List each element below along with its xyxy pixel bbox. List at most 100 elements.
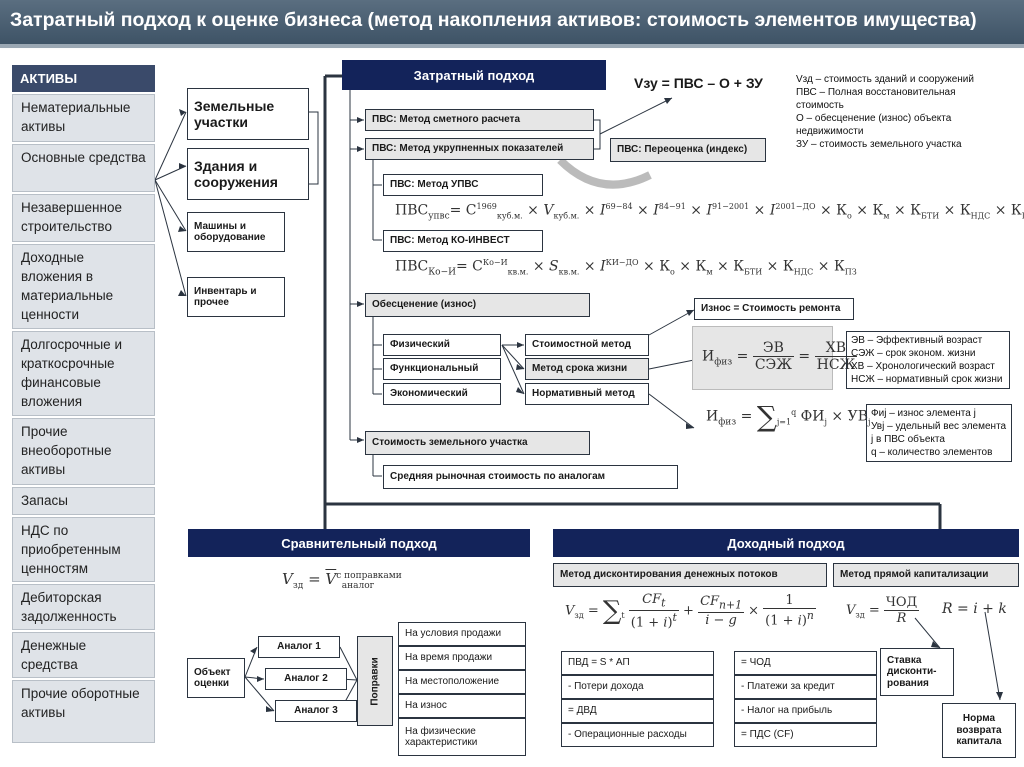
legend-line: ПВС – Полная восстановительная стоимость — [796, 87, 956, 111]
arrow-main-formula — [664, 98, 672, 104]
cost-approach-header: Затратный подход — [342, 60, 606, 90]
life-formula-box — [692, 326, 833, 390]
legend-line: Vзд – стоимость зданий и сооружений — [796, 74, 974, 85]
arrow-buildings — [179, 163, 186, 169]
dep-economic: Экономический — [383, 383, 501, 405]
method-cost: Стоимостной метод — [525, 334, 649, 356]
arrow-machines — [178, 226, 186, 232]
method-life: Метод срока жизни — [525, 358, 649, 380]
asset-item: Доходные вложения в материальные ценност… — [12, 244, 155, 329]
arrow-a3 — [266, 706, 274, 712]
asset-item: Дебиторская задолженность — [12, 584, 155, 630]
object-box: Объект оценки — [187, 658, 245, 698]
bracket-land-buildings — [309, 111, 319, 185]
correction-item: На износ — [398, 694, 526, 718]
asset-item: Прочие внеоборотные активы — [12, 418, 155, 485]
correction-item: На местоположение — [398, 670, 526, 694]
legend-line: ХВ – Хронологический возраст — [851, 361, 995, 372]
asset-item: Денежные средства — [12, 632, 155, 678]
arrow-formula3 — [686, 423, 694, 429]
land-value-box: Стоимость земельного участка — [365, 431, 590, 455]
koinvest-formula: ПВСКо−И= СКо−Икв.м. × Sкв.м. × IКИ−ДО × … — [395, 258, 857, 278]
asset-item: Нематериальные активы — [12, 94, 155, 142]
income-header: Доходный подход — [553, 529, 1019, 557]
line-assets-machines — [154, 179, 187, 232]
norm-to-formula — [648, 393, 695, 429]
asset-item: Незавершенное строительство — [12, 194, 155, 242]
dep-functional: Функциональный — [383, 358, 501, 380]
arrow-land — [179, 109, 186, 116]
page-title: Затратный подход к оценке бизнеса (метод… — [0, 0, 1024, 44]
line-assets-inventory — [154, 179, 187, 297]
line-assets-land — [154, 111, 187, 181]
comparative-formula: Vзд = Vс поправкамианалог — [282, 570, 402, 591]
corrections-box: Поправки — [357, 636, 393, 726]
direct-to-rate — [914, 617, 941, 649]
correction-item: На физические характеристики — [398, 718, 526, 756]
income-left-item: - Потери дохода — [561, 675, 714, 699]
method-koinvest: ПВС: Метод КО-ИНВЕСТ — [383, 230, 543, 252]
arrow-inventory — [178, 290, 186, 296]
dcf-method: Метод дисконтирования денежных потоков — [553, 563, 827, 587]
arrow-m1 — [357, 117, 364, 123]
life-to-formula — [648, 359, 695, 370]
method-norm: Нормативный метод — [525, 383, 649, 405]
legend-line: О – обесценение (износ) объекта недвижим… — [796, 113, 952, 137]
repair-box: Износ = Стоимость ремонта — [694, 298, 854, 320]
arrow-dep — [357, 301, 364, 307]
arrow-a2 — [257, 676, 264, 682]
legend-line: НСЖ – нормативный срок жизни — [851, 374, 1003, 385]
category-land: Земельные участки — [187, 88, 309, 140]
arrow-rate — [931, 641, 940, 648]
asset-item: Запасы — [12, 487, 155, 515]
capital-return-box: Норма возврата капитала — [942, 703, 1016, 758]
category-inventory: Инвентарь и прочее — [187, 277, 285, 317]
legend-line: ЭВ – Эффективный возраст — [851, 335, 983, 346]
income-left-item: = ДВД — [561, 699, 714, 723]
corrections-label: Поправки — [369, 656, 381, 706]
analog-2: Аналог 2 — [265, 668, 347, 690]
income-left-item: - Операционные расходы — [561, 723, 714, 747]
income-right-item: = ЧОД — [734, 651, 877, 675]
income-right-item: - Налог на прибыль — [734, 699, 877, 723]
title-divider — [0, 44, 1024, 48]
curved-arrow-decoration — [557, 157, 652, 189]
assets-header: АКТИВЫ — [12, 65, 155, 92]
category-machines: Машины и оборудование — [187, 212, 285, 252]
dep-physical: Физический — [383, 334, 501, 356]
rate-formula: R = i + k — [942, 601, 1007, 617]
comparative-header: Сравнительный подход — [188, 529, 530, 557]
method-reindex: ПВС: Переоценка (индекс) — [610, 138, 766, 162]
main-formula: Vзу = ПВС – О + ЗУ — [634, 75, 763, 91]
arrow-repair — [686, 310, 694, 316]
upvs-formula: ПВСупвс= С1969куб.м. × Vкуб.м. × I69−84 … — [395, 202, 1024, 222]
arrow-norm — [996, 692, 1003, 700]
direct-to-norm — [984, 611, 1001, 701]
legend-line: СЭЖ – срок эконом. жизни — [851, 348, 976, 359]
category-buildings: Здания и сооружения — [187, 148, 309, 200]
arrow-life-method — [516, 364, 524, 370]
correction-item: На условия продажи — [398, 622, 526, 646]
income-right-item: - Платежи за кредит — [734, 675, 877, 699]
life-legend: ЭВ – Эффективный возраст СЭЖ – срок экон… — [846, 331, 1010, 389]
correction-item: На время продажи — [398, 646, 526, 670]
land-avg-box: Средняя рыночная стоимость по аналогам — [383, 465, 678, 489]
analog-3: Аналог 3 — [275, 700, 357, 722]
arrow-land-value — [357, 437, 364, 443]
depreciation-box: Обесценение (износ) — [365, 293, 590, 317]
discount-rate-box: Ставка дисконти-рования — [880, 648, 954, 696]
legend-line: ЗУ – стоимость земельного участка — [796, 139, 962, 150]
phys-life — [501, 344, 525, 370]
direct-method: Метод прямой капитализации — [833, 563, 1019, 587]
asset-item: НДС по приобретенным ценностям — [12, 517, 155, 582]
asset-item: Прочие оборотные активы — [12, 680, 155, 743]
bracket-to-formula — [599, 97, 673, 135]
element-legend: Фиj – износ элемента j Увj – удельный ве… — [866, 404, 1012, 462]
income-left-item: ПВД = S * АП — [561, 651, 714, 675]
line-assets-buildings — [154, 165, 187, 181]
arrow-a1 — [250, 647, 257, 654]
